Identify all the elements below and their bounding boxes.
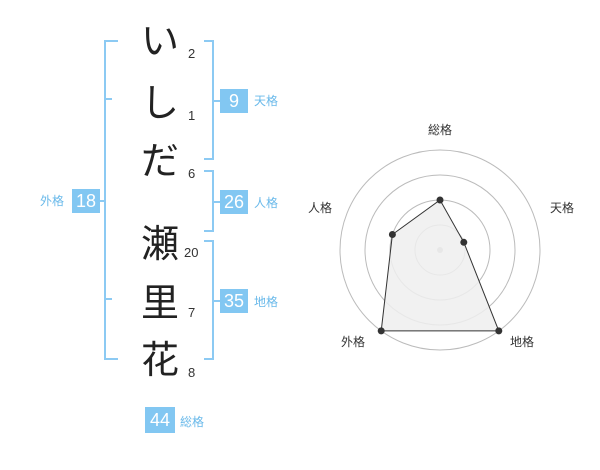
tenkaku-badge: 9 xyxy=(220,89,248,113)
chikaku-connector xyxy=(212,300,222,302)
radar-point-soukaku xyxy=(436,196,444,204)
tenkaku-label: 天格 xyxy=(254,94,279,108)
gaikaku-badge: 18 xyxy=(72,189,100,213)
name-char-5: 里 xyxy=(140,281,179,325)
chikaku-bracket-bottom xyxy=(204,358,214,360)
radar-point-tenkaku xyxy=(460,238,468,246)
radar-point-gaikaku xyxy=(377,327,385,335)
radar-axis-label-jinkaku: 人格 xyxy=(308,201,333,215)
stroke-count-3: 6 xyxy=(188,166,196,181)
gaikaku-bracket-tick-2 xyxy=(104,298,112,300)
name-char-1: い xyxy=(140,19,179,63)
gaikaku-bracket-tick-1 xyxy=(104,98,112,100)
jinkaku-badge: 26 xyxy=(220,190,248,214)
stroke-count-1: 2 xyxy=(188,46,196,61)
radar-axis-label-gaikaku: 外格 xyxy=(341,335,366,349)
name-char-2: し xyxy=(140,81,179,125)
jinkaku-bracket-top xyxy=(204,170,214,172)
tenkaku-connector xyxy=(212,100,222,102)
stroke-count-5: 7 xyxy=(188,305,196,320)
name-char-4: 瀬 xyxy=(140,222,179,266)
jinkaku-connector xyxy=(212,201,222,203)
tenkaku-bracket-bottom xyxy=(204,158,214,160)
chikaku-badge: 35 xyxy=(220,289,248,313)
soukaku-badge: 44 xyxy=(145,407,175,433)
name-char-6: 花 xyxy=(140,338,179,382)
gaikaku-label: 外格 xyxy=(40,194,65,208)
gaikaku-bracket-bottom xyxy=(104,358,118,360)
stroke-count-4: 20 xyxy=(184,245,199,260)
radar-point-chikaku xyxy=(495,327,503,335)
chikaku-bracket-top xyxy=(204,240,214,242)
stroke-count-6: 8 xyxy=(188,365,196,380)
soukaku-label: 総格 xyxy=(180,415,205,429)
tenkaku-bracket-top xyxy=(204,40,214,42)
radar-shape xyxy=(377,196,503,335)
jinkaku-label: 人格 xyxy=(254,196,279,210)
radar-axis-label-chikaku: 地格 xyxy=(510,335,535,349)
name-char-3: だ xyxy=(140,139,179,183)
radar-ring-4 xyxy=(339,149,541,351)
gaikaku-connector xyxy=(98,200,106,202)
stroke-count-2: 1 xyxy=(188,108,196,123)
gaikaku-bracket-top xyxy=(104,40,118,42)
radar-value-polygon xyxy=(380,199,500,332)
radar-axis-label-soukaku: 総格 xyxy=(428,123,453,137)
radar-axis-label-tenkaku: 天格 xyxy=(550,201,575,215)
radar-point-jinkaku xyxy=(388,231,396,238)
chikaku-label: 地格 xyxy=(254,295,279,309)
jinkaku-bracket-bottom xyxy=(204,230,214,232)
